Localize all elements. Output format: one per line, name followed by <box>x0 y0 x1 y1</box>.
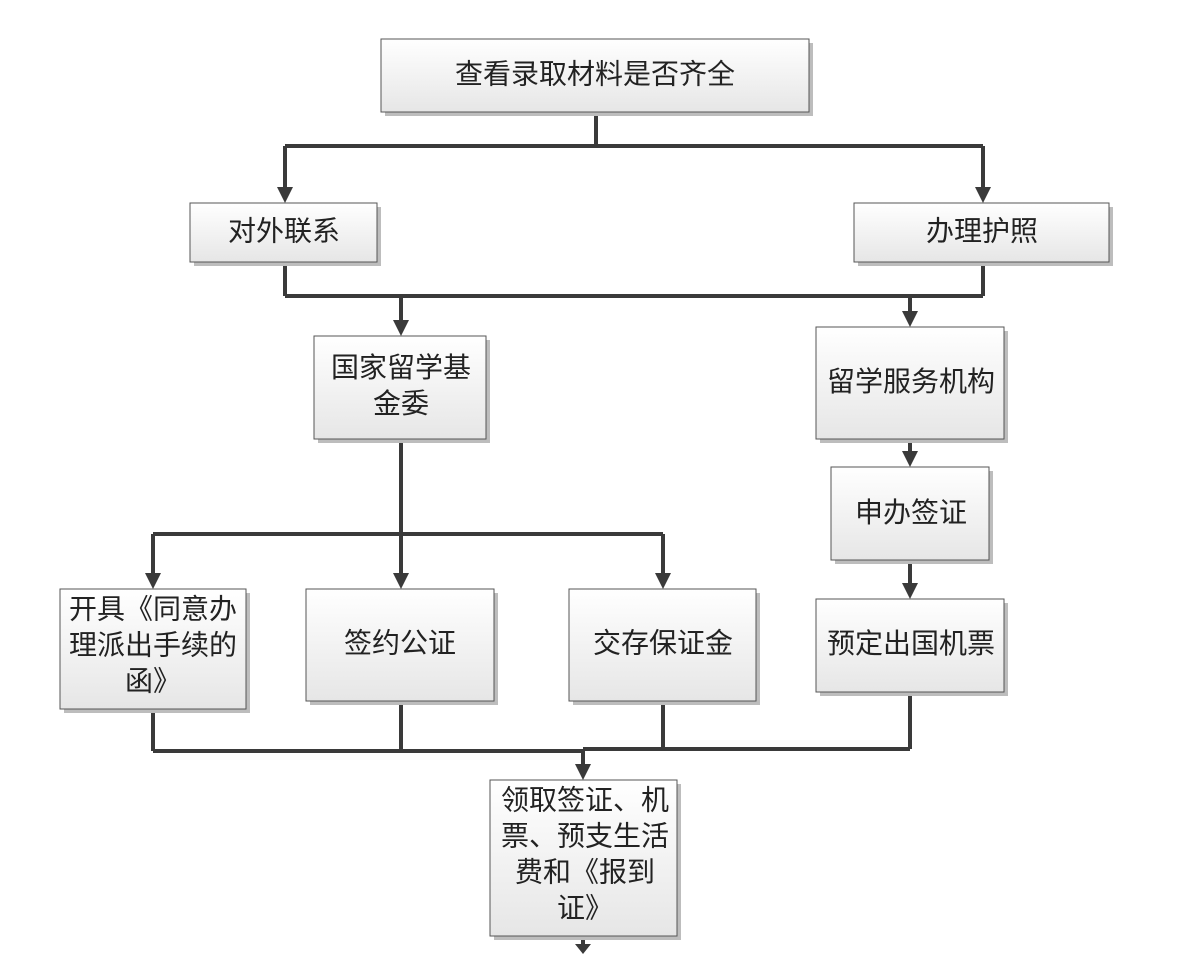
ticket-label-line-1: 预定出国机票 <box>827 627 995 660</box>
connector-check-to-split <box>285 113 983 148</box>
arrowhead-external-contact <box>277 187 293 203</box>
consent-letter-label-line-3: 函》 <box>125 665 181 698</box>
node-check-materials: 查看录取材料是否齐全 <box>380 38 813 116</box>
arrowhead-passport <box>975 187 991 203</box>
arrowhead-ticket <box>902 583 918 599</box>
collect-label-line-3: 费和《报到 <box>515 856 655 889</box>
connector-csc-to-split <box>153 440 663 536</box>
passport-label-line-1: 办理护照 <box>926 215 1038 248</box>
deposit-label-line-1: 交存保证金 <box>593 627 733 660</box>
collect-label-line-1: 领取签证、机 <box>501 784 669 817</box>
node-notarize: 签约公证 <box>305 588 498 705</box>
connector-row2-merge <box>283 263 985 298</box>
node-deposit: 交存保证金 <box>568 588 760 705</box>
visa-apply-label-line-1: 申办签证 <box>855 496 967 529</box>
connectors <box>145 113 991 954</box>
node-ticket: 预定出国机票 <box>815 598 1008 696</box>
arrowhead-csc <box>393 320 409 336</box>
arrowhead-agency <box>902 311 918 327</box>
arrowhead-deposit <box>655 573 671 589</box>
csc-label-line-1: 国家留学基 <box>331 351 471 384</box>
arrowhead-exit <box>575 944 591 954</box>
external-contact-label-line-1: 对外联系 <box>228 215 340 248</box>
collect-label-line-4: 证》 <box>557 892 613 925</box>
node-agency: 留学服务机构 <box>815 326 1008 443</box>
csc-label-line-2: 金委 <box>373 387 429 420</box>
node-visa-apply: 申办签证 <box>830 466 993 564</box>
arrowhead-visa <box>902 451 918 467</box>
collect-label-line-2: 票、预支生活 <box>501 820 669 853</box>
connector-bottom-merge <box>151 693 912 753</box>
arrowhead-notarize <box>393 573 409 589</box>
notarize-label-line-1: 签约公证 <box>344 627 456 660</box>
node-passport: 办理护照 <box>853 202 1113 266</box>
consent-letter-label-line-2: 理派出手续的 <box>69 629 237 662</box>
consent-letter-label-line-1: 开具《同意办 <box>69 593 237 626</box>
check-materials-label-line-1: 查看录取材料是否齐全 <box>455 58 735 91</box>
arrowhead-consent <box>145 573 161 589</box>
arrowhead-collect <box>575 764 591 780</box>
node-external-contact: 对外联系 <box>189 202 381 266</box>
agency-label-line-1: 留学服务机构 <box>827 365 995 398</box>
